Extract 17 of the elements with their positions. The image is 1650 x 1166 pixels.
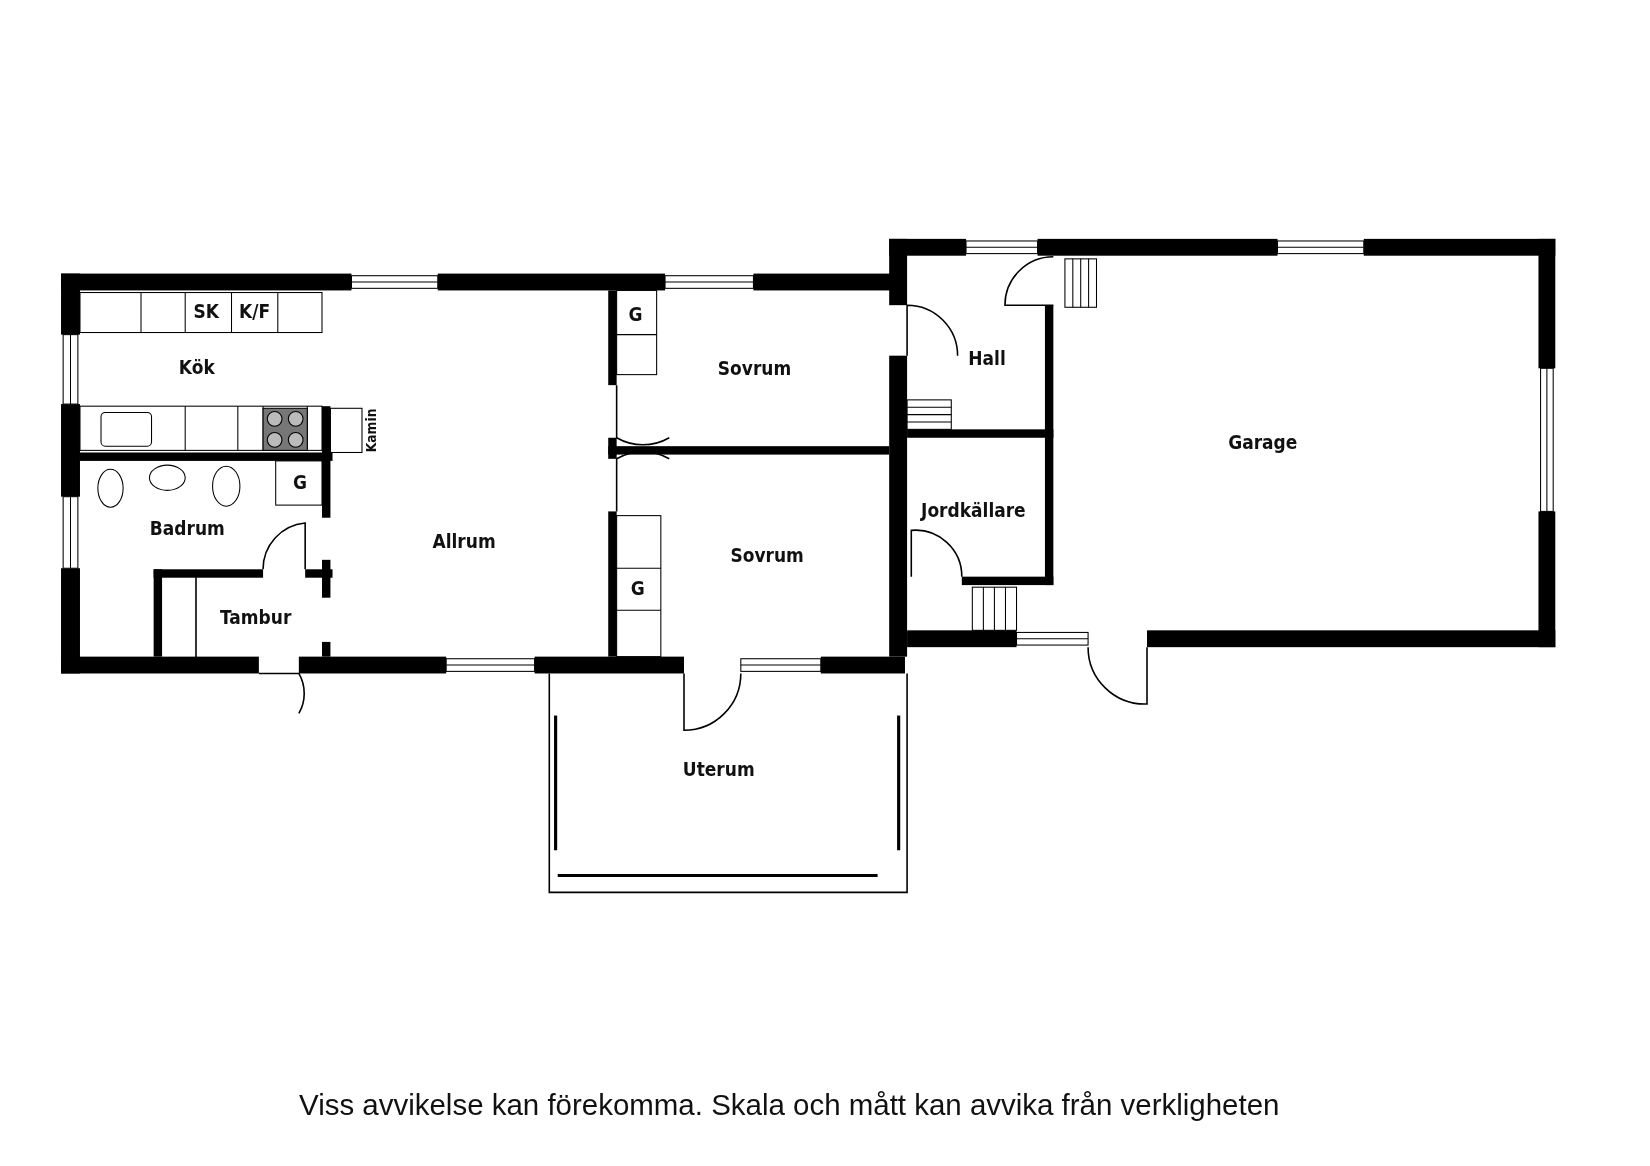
closet-label: G — [628, 305, 643, 325]
disclaimer-caption: Viss avvikelse kan förekomma. Skala och mått kan avvika från verkligheten — [299, 1089, 1280, 1123]
room-label: Badrum — [149, 518, 225, 538]
closet-label: G — [630, 578, 645, 598]
appliance-label: K/F — [239, 302, 271, 321]
appliance-label: SK — [193, 302, 219, 321]
room-label: Jordkällare — [921, 500, 1026, 520]
room-label: Hall — [968, 349, 1006, 369]
room-label: Kök — [178, 357, 215, 377]
room-label: Sovrum — [717, 358, 792, 378]
room-label: Uterum — [682, 759, 755, 779]
room-label: Tambur — [220, 608, 292, 628]
room-label: Allrum — [432, 532, 496, 552]
closet-label: G — [292, 473, 307, 493]
fireplace-label: Kamin — [364, 408, 379, 453]
room-label: Sovrum — [730, 546, 804, 566]
room-label: Garage — [1228, 433, 1298, 453]
